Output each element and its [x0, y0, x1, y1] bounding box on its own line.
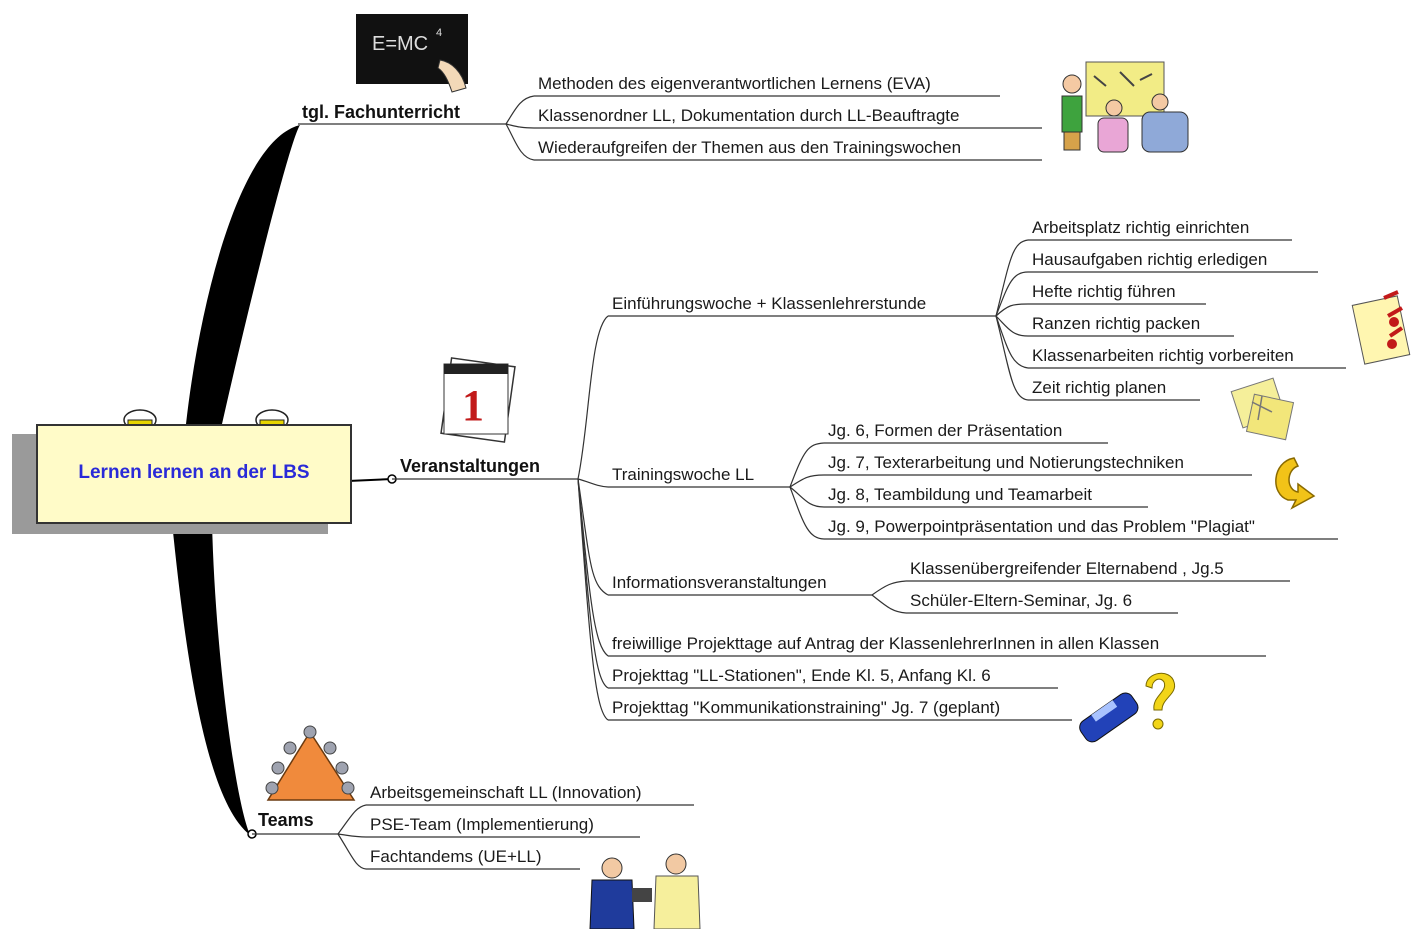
training-item-4[interactable]: Jg. 9, Powerpointpräsentation und das Pr… [828, 517, 1255, 536]
training-item-3[interactable]: Jg. 8, Teambildung und Teamarbeit [828, 485, 1092, 504]
checklist-icon [1351, 290, 1411, 365]
blackboard-text: E=MC [372, 33, 428, 55]
einfuehrung-item-5[interactable]: Klassenarbeiten richtig vorbereiten [1032, 346, 1294, 365]
children-learning-icon [1061, 61, 1189, 153]
branch-connector-fach [186, 125, 300, 424]
teams-item-3[interactable]: Fachtandems (UE+LL) [370, 847, 542, 866]
notes-icon [1230, 377, 1295, 441]
teams-item-2[interactable]: PSE-Team (Implementierung) [370, 815, 594, 834]
training-item-1[interactable]: Jg. 6, Formen der Präsentation [828, 421, 1063, 440]
subbranch-einfuehrungswoche[interactable]: Einführungswoche + Klassenlehrerstunde [612, 294, 927, 313]
central-topic-label: Lernen lernen an der LBS [78, 462, 310, 483]
branch-teams[interactable]: Teams [258, 810, 314, 830]
fach-item-2[interactable]: Klassenordner LL, Dokumentation durch LL… [538, 106, 960, 125]
teams-item-1[interactable]: Arbeitsgemeinschaft LL (Innovation) [370, 783, 642, 802]
branch-veranstaltungen[interactable]: Veranstaltungen [400, 456, 541, 476]
phone-question-icon [1079, 672, 1176, 743]
veranstaltung-ll-stationen[interactable]: Projekttag "LL-Stationen", Ende Kl. 5, A… [612, 666, 991, 685]
branch-connector-teams [172, 522, 250, 835]
blackboard-icon: E=MC 4 [356, 14, 468, 93]
einfuehrung-item-3[interactable]: Hefte richtig führen [1032, 282, 1176, 301]
training-item-2[interactable]: Jg. 7, Texterarbeitung und Notierungstec… [828, 453, 1184, 472]
blackboard-exponent: 4 [436, 27, 442, 39]
info-item-1[interactable]: Klassenübergreifender Elternabend , Jg.5 [910, 559, 1224, 578]
einfuehrung-item-4[interactable]: Ranzen richtig packen [1032, 314, 1201, 333]
branch-fachunterricht[interactable]: tgl. Fachunterricht [302, 102, 461, 122]
fach-item-3[interactable]: Wiederaufgreifen der Themen aus den Trai… [538, 138, 962, 157]
einfuehrung-item-1[interactable]: Arbeitsplatz richtig einrichten [1032, 218, 1250, 237]
einfuehrung-item-6[interactable]: Zeit richtig planen [1032, 378, 1167, 397]
team-group-icon [265, 725, 356, 801]
einfuehrung-item-2[interactable]: Hausaufgaben richtig erledigen [1032, 250, 1268, 269]
calendar-icon: 1 [440, 357, 516, 443]
subbranch-informationsveranstaltungen[interactable]: Informationsveranstaltungen [612, 573, 827, 592]
central-topic[interactable]: Lernen lernen an der LBS [36, 424, 352, 524]
veranstaltung-projekttage[interactable]: freiwillige Projekttage auf Antrag der K… [612, 634, 1160, 653]
people-meeting-icon [589, 853, 701, 929]
fach-item-1[interactable]: Methoden des eigenverantwortlichen Lerne… [538, 74, 931, 93]
subbranch-trainingswoche[interactable]: Trainingswoche LL [612, 465, 755, 484]
info-item-2[interactable]: Schüler-Eltern-Seminar, Jg. 6 [910, 591, 1133, 610]
branch-connector-veranstaltungen [347, 478, 393, 482]
veranstaltung-kommunikationstraining[interactable]: Projekttag "Kommunikationstraining" Jg. … [612, 698, 1001, 717]
calendar-number: 1 [462, 381, 484, 430]
curved-arrow-icon [1275, 457, 1316, 510]
